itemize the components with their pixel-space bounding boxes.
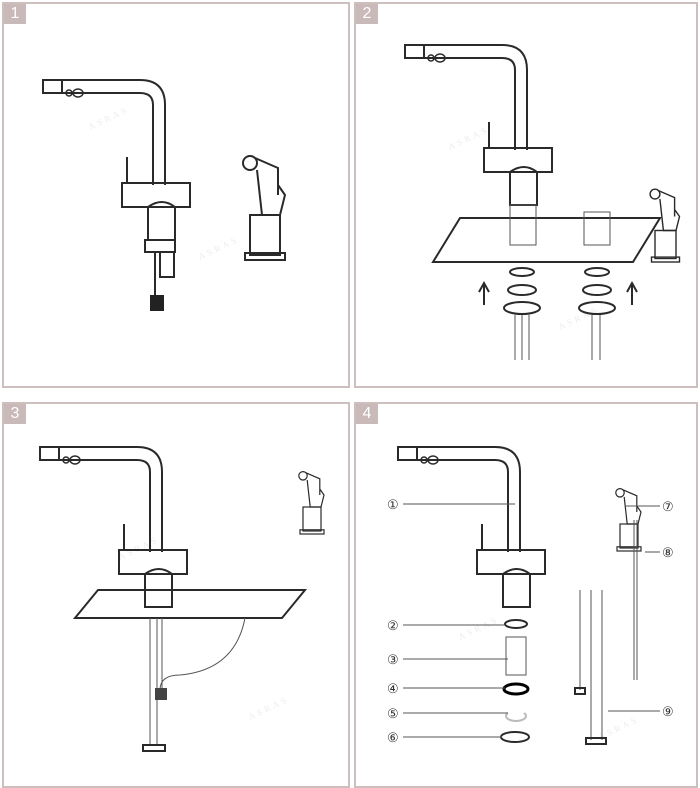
svg-text:ASRAS: ASRAS: [247, 694, 291, 722]
svg-text:④: ④: [387, 681, 399, 696]
svg-text:⑦: ⑦: [662, 499, 674, 514]
step-1-panel: 1: [2, 2, 350, 388]
step-number: 2: [356, 4, 378, 24]
countertop: [431, 204, 662, 263]
faucet-drawing: [404, 44, 553, 206]
svg-text:⑧: ⑧: [662, 545, 674, 560]
up-arrow-icon: [478, 280, 638, 305]
svg-text:ASRAS: ASRAS: [87, 104, 131, 132]
side-sprayer-drawing: [242, 155, 286, 261]
step-3-panel: 3: [2, 402, 350, 788]
part-callouts: ① ② ③ ④ ⑤ ⑥ ⑦ ⑧ ⑨: [387, 497, 674, 745]
svg-text:⑤: ⑤: [387, 706, 399, 721]
faucet-drawing: [397, 446, 546, 608]
step-number: 1: [4, 4, 26, 24]
step-number: 4: [356, 404, 378, 424]
step-4-panel: 4: [354, 402, 698, 788]
svg-text:ASRAS: ASRAS: [197, 234, 241, 262]
mounting-parts: [503, 267, 616, 360]
exploded-parts: [500, 520, 638, 745]
svg-text:ASRAS: ASRAS: [457, 614, 501, 642]
svg-text:①: ①: [387, 497, 399, 512]
faucet-hoses: [144, 239, 176, 311]
watermarks: ASRAS ASRAS ASRAS ASRAS ASRAS ASRAS ASRA…: [87, 104, 641, 742]
svg-text:⑨: ⑨: [662, 704, 674, 719]
countertop: [72, 589, 308, 752]
svg-text:②: ②: [387, 618, 399, 633]
side-sprayer-drawing: [298, 471, 325, 535]
faucet-drawing: [42, 79, 191, 241]
faucet-drawing: [39, 446, 188, 608]
step-number: 3: [4, 404, 26, 424]
step-2-panel: 2: [354, 2, 698, 388]
svg-text:⑥: ⑥: [387, 730, 399, 745]
svg-text:③: ③: [387, 652, 399, 667]
